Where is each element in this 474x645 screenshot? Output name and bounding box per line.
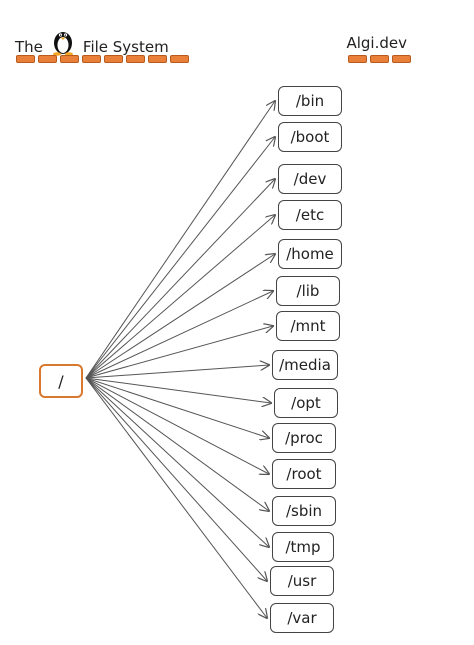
arrow-to-home — [85, 254, 275, 379]
directory-node-sbin: /sbin — [272, 496, 336, 526]
root-directory-node: / — [39, 364, 83, 398]
directory-node-lib: /lib — [276, 276, 340, 306]
directory-label: /usr — [287, 572, 317, 590]
directory-node-media: /media — [272, 350, 338, 380]
title-brick-underline — [16, 55, 189, 63]
directory-label: /root — [286, 465, 322, 483]
directory-label: /bin — [295, 92, 325, 110]
title-prefix: The — [15, 38, 43, 56]
directory-node-boot: /boot — [278, 122, 342, 152]
directory-label: /mnt — [290, 317, 326, 335]
arrow-to-tmp — [85, 377, 269, 547]
directory-label: /home — [286, 245, 334, 263]
arrow-to-etc — [85, 215, 275, 379]
directory-label: /dev — [293, 170, 327, 188]
directory-label: /opt — [291, 394, 321, 412]
arrow-to-root — [85, 377, 269, 474]
brand-brick-underline — [348, 55, 411, 63]
directory-label: /sbin — [285, 502, 323, 520]
directory-node-proc: /proc — [272, 423, 336, 453]
directory-label: /tmp — [285, 538, 321, 556]
directory-node-tmp: /tmp — [272, 532, 334, 562]
directory-label: /lib — [296, 282, 320, 300]
directory-label: /boot — [290, 128, 330, 146]
page-title: The File System — [15, 32, 169, 62]
directory-node-home: /home — [278, 239, 342, 269]
arrow-to-usr — [85, 377, 267, 581]
directory-node-dev: /dev — [278, 164, 342, 194]
root-directory-label: / — [58, 371, 64, 391]
directory-node-root: /root — [272, 459, 336, 489]
directory-node-mnt: /mnt — [276, 311, 340, 341]
arrow-to-lib — [85, 291, 273, 379]
arrow-to-opt — [85, 377, 271, 403]
tux-penguin-icon — [52, 32, 73, 56]
directory-label: /etc — [295, 206, 325, 224]
arrow-to-sbin — [85, 377, 269, 511]
arrow-to-mnt — [85, 326, 273, 379]
arrow-to-dev — [85, 179, 275, 379]
directory-label: /proc — [285, 429, 323, 447]
arrow-to-media — [85, 365, 269, 379]
directory-node-opt: /opt — [274, 388, 338, 418]
directory-label: /var — [287, 609, 317, 627]
directory-node-var: /var — [270, 603, 334, 633]
arrow-to-bin — [85, 101, 275, 379]
brand-label: Algi.dev — [346, 34, 407, 52]
title-suffix: File System — [82, 38, 169, 56]
directory-node-bin: /bin — [278, 86, 342, 116]
directory-node-usr: /usr — [270, 566, 334, 596]
directory-label: /media — [279, 356, 331, 374]
arrow-to-boot — [85, 137, 275, 379]
arrow-to-proc — [85, 377, 269, 438]
arrow-to-var — [85, 377, 267, 618]
directory-node-etc: /etc — [278, 200, 342, 230]
